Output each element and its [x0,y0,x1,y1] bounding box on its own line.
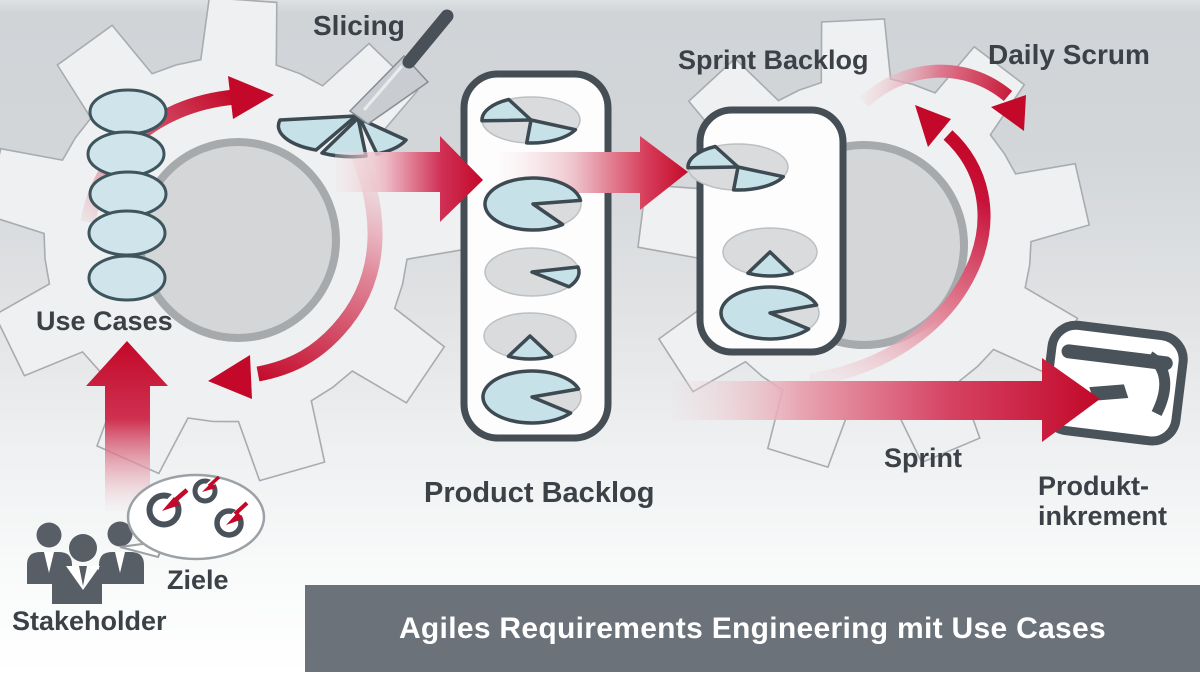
person-icon [99,521,144,584]
target-icon [214,501,249,538]
label-produkt-line1: Produkt- [1038,471,1149,501]
backlog-items [480,96,820,425]
label-produktinkrement: Produkt- inkrement [1038,471,1168,531]
flow-arrow-gear-to-product-backlog [335,136,483,222]
title-banner: Agiles Requirements Engineering mit Use … [305,585,1200,672]
label-sprint-backlog: Sprint Backlog [678,45,869,75]
label-produkt-line2: inkrement [1038,500,1168,531]
label-product-backlog: Product Backlog [424,477,655,509]
label-slicing: Slicing [313,10,405,41]
backlog-item-pie [481,369,582,425]
backlog-item-pie [484,247,581,297]
use-case-ellipses [86,88,168,302]
backlog-item-pie [483,312,577,361]
use-case-ellipse [87,209,167,257]
flow-arrow-sprint [672,358,1100,442]
label-ziele: Ziele [167,565,229,595]
target-icon [146,488,189,528]
speech-bubble-icon [119,473,266,561]
label-daily-scrum: Daily Scrum [988,39,1150,70]
backlog-item-pie [719,285,820,341]
label-use-cases: Use Cases [36,306,173,336]
person-icon [52,534,102,604]
backlog-item-pie [480,96,581,145]
slicing-knife-icon [348,9,454,125]
banner-title: Agiles Requirements Engineering mit Use … [398,611,1107,645]
use-case-ellipse [86,130,166,178]
backlog-item-pie [483,176,583,232]
stakeholder-icon [27,521,144,604]
daily-scrum-arrow-counter [809,105,991,387]
flow-arrow-stakeholder-to-usecases [86,341,168,512]
backlog-item-pie [686,143,789,192]
label-stakeholder: Stakeholder [12,606,167,636]
use-case-ellipse [88,170,168,218]
label-sprint: Sprint [884,443,962,473]
use-case-ellipse [87,254,167,302]
backlog-item-pie [722,227,818,278]
use-case-ellipse [88,88,168,136]
target-icon [192,475,221,504]
daily-scrum-arrow-clockwise [859,64,1026,131]
